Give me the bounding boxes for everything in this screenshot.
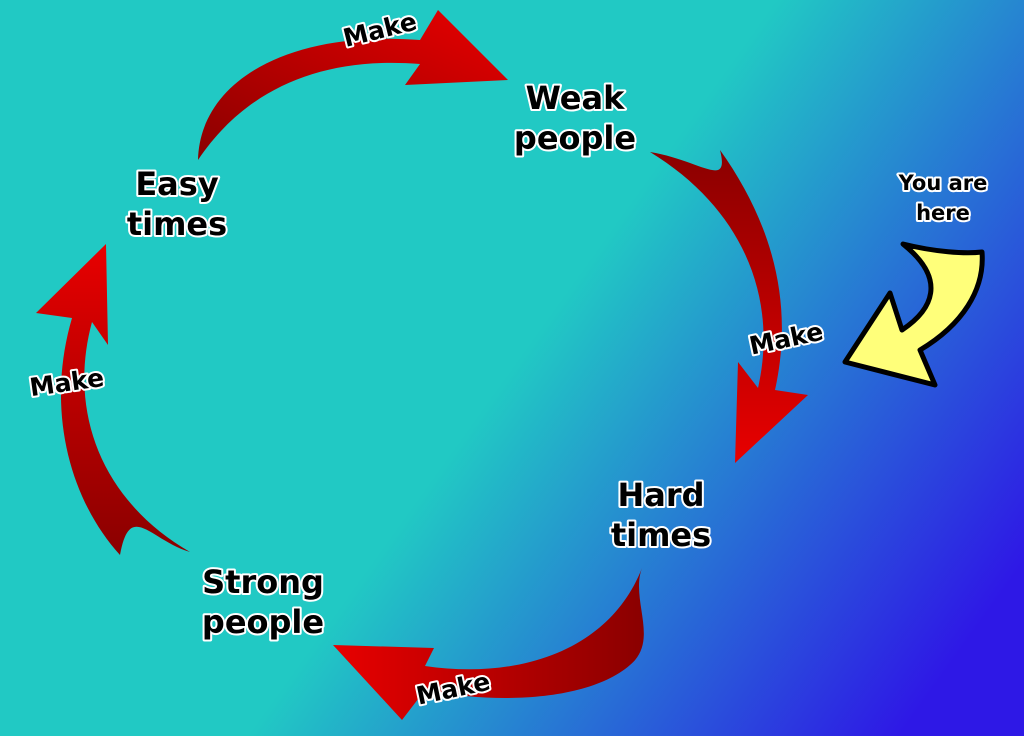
arrow-easy-to-weak-shape <box>198 10 508 160</box>
curved-pointer-arrow-icon <box>842 241 985 388</box>
you-are-here-line2: here <box>916 201 970 225</box>
you-are-here-line1: You are <box>898 171 988 195</box>
node-hard-times: Hard times <box>609 474 713 556</box>
node-strong-people-line1: Strong <box>202 563 324 601</box>
node-weak-people-line1: Weak <box>526 79 625 117</box>
node-weak-people-line2: people <box>514 119 636 157</box>
node-strong-people-line2: people <box>202 603 324 641</box>
node-weak-people: Weak people <box>512 77 638 159</box>
node-easy-times-line2: times <box>127 205 227 243</box>
node-hard-times-line1: Hard <box>617 476 704 514</box>
node-hard-times-line2: times <box>611 516 711 554</box>
you-are-here-marker: You are here <box>842 169 989 388</box>
arrow-weak-to-hard-shape <box>650 150 808 463</box>
arrow-strong-to-easy-shape <box>36 244 190 555</box>
arrow-hard-to-strong-shape <box>333 568 644 720</box>
node-strong-people: Strong people <box>200 561 326 643</box>
node-easy-times: Easy times <box>125 163 229 245</box>
node-easy-times-line1: Easy <box>135 165 219 203</box>
